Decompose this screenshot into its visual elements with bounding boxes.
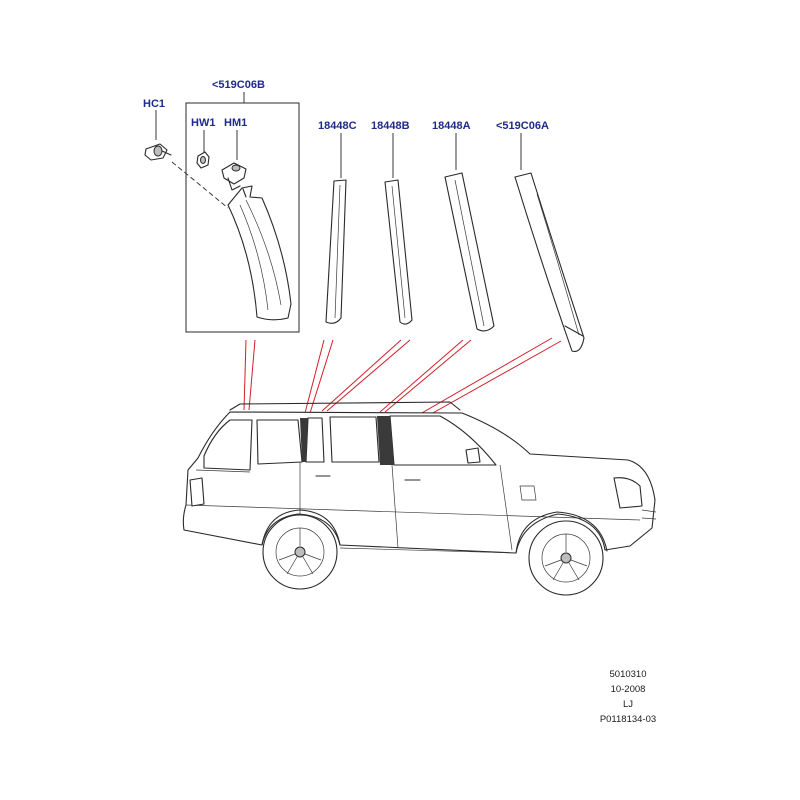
trim-strip-519c06a bbox=[514, 133, 585, 353]
callout-18448a: 18448A bbox=[432, 120, 471, 132]
trim-strip-18448b bbox=[384, 133, 413, 325]
trim-strip-18448c bbox=[325, 133, 347, 324]
drawing-reference-block: 5010310 10-2008 LJ P0118134-03 bbox=[600, 669, 656, 725]
vehicle-illustration bbox=[182, 401, 657, 596]
d-pillar-trim-part bbox=[227, 185, 292, 321]
washer-hw1-part bbox=[196, 130, 210, 169]
callout-hw1: HW1 bbox=[191, 117, 215, 129]
drawing-number: 5010310 bbox=[610, 669, 647, 680]
callout-18448b: 18448B bbox=[371, 120, 410, 132]
drawing-part-ref: P0118134-03 bbox=[600, 714, 656, 725]
callout-hm1: HM1 bbox=[224, 117, 247, 129]
drawing-date: 10-2008 bbox=[611, 684, 646, 695]
trim-strip-18448a bbox=[444, 133, 495, 332]
fastener-hm1-part bbox=[221, 130, 247, 191]
assembly-box-519c06b bbox=[185, 92, 300, 333]
callout-519c06b: <519C06B bbox=[212, 79, 265, 91]
callout-519c06a: <519C06A bbox=[496, 120, 549, 132]
clip-hc1-part bbox=[144, 110, 229, 209]
drawing-initials: LJ bbox=[623, 699, 633, 710]
callout-hc1: HC1 bbox=[143, 98, 165, 110]
callout-18448c: 18448C bbox=[318, 120, 357, 132]
